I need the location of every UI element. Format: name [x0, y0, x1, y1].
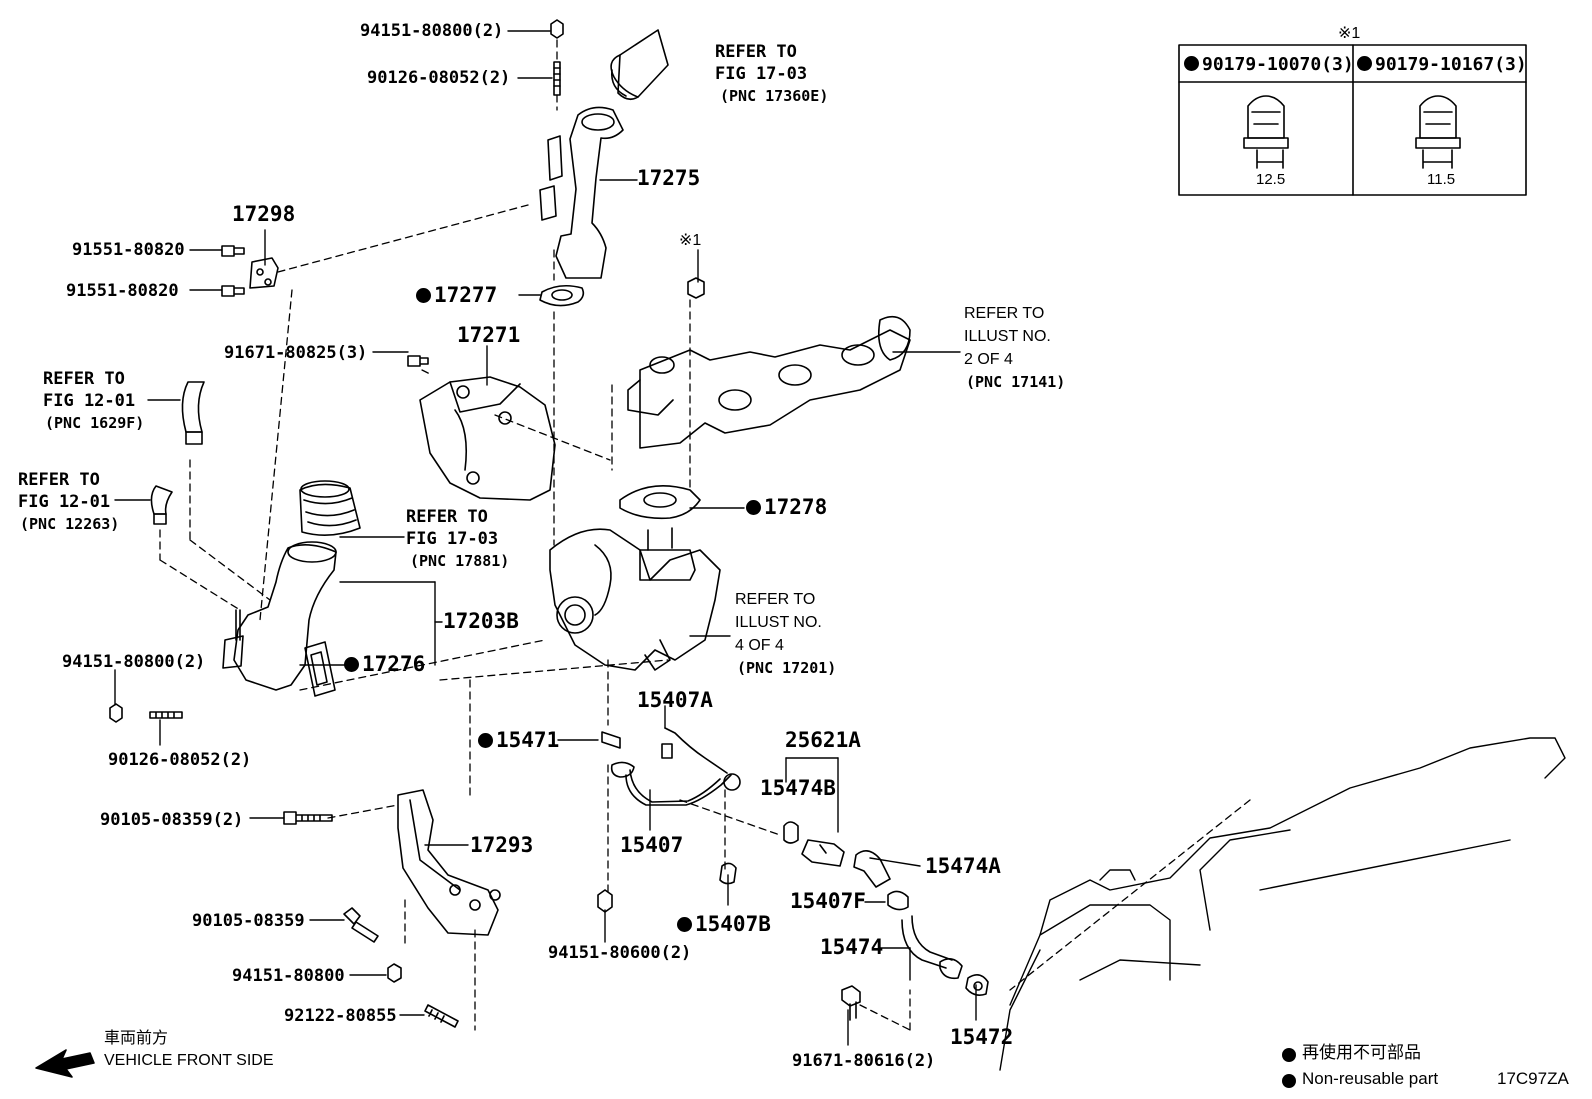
part-15407F[interactable]: 15407F: [790, 889, 866, 913]
small-parts-lower: [597, 862, 737, 913]
elbow-17203B: [222, 541, 337, 691]
nut-table-mark: ※1: [1338, 25, 1361, 42]
heat-insulator-17271: [407, 355, 556, 501]
part-91671-80616[interactable]: 91671-80616(2): [792, 1051, 936, 1071]
part-91671-80825[interactable]: 91671-80825(3): [224, 343, 368, 363]
ref-illust4-l4: (PNC 17201): [737, 659, 837, 677]
front-arrow-icon: [35, 1049, 95, 1078]
part-15474B[interactable]: 15474B: [760, 776, 836, 800]
ref-fig1201a-l3: (PNC 1629F): [45, 414, 145, 432]
nut-table-col1-part-text: 90179-10070(3): [1202, 54, 1354, 75]
part-15472[interactable]: 15472: [950, 1025, 1014, 1049]
part-17275[interactable]: 17275: [637, 166, 701, 190]
part-15407A[interactable]: 15407A: [637, 688, 713, 712]
part-15474[interactable]: 15474: [820, 935, 884, 959]
nut-table-col2-dim: 11.5: [1427, 171, 1456, 188]
ref-fig1703-top-l3: (PNC 17360E): [720, 87, 829, 105]
part-17278[interactable]: 17278: [746, 497, 827, 518]
ref-illust2-l1: REFER TO: [964, 305, 1045, 322]
nut-table-col2-part: 90179-10167(3): [1357, 56, 1527, 74]
bolts-17293: [283, 811, 459, 1028]
bracket-17298: [221, 245, 279, 297]
part-92122-80855[interactable]: 92122-80855: [284, 1006, 397, 1026]
ref-illust2-l2: ILLUST NO.: [964, 328, 1051, 345]
part-94151-80800-left[interactable]: 94151-80800(2): [62, 652, 206, 672]
ref-illust4-l1: REFER TO: [735, 591, 816, 608]
part-90105-08359[interactable]: 90105-08359: [192, 911, 305, 931]
legend-dots: [1282, 1048, 1296, 1088]
engine-block: [999, 737, 1566, 1071]
part-17276-text: 17276: [362, 652, 426, 676]
part-91551-80820-a[interactable]: 91551-80820: [72, 240, 185, 260]
ref-fig1201b-l1: REFER TO: [18, 470, 100, 490]
hose-1629F: [181, 381, 205, 445]
mark1-callout: ※1: [679, 232, 702, 249]
flange-nut-icon-12-5: [1243, 95, 1289, 169]
part-15471[interactable]: 15471: [478, 730, 559, 751]
gasket-17277: [539, 284, 585, 307]
nut-table-col1-dim: 12.5: [1256, 171, 1286, 188]
part-15407[interactable]: 15407: [620, 833, 684, 857]
top-nut-stud: [550, 19, 564, 96]
part-90126-08052-left[interactable]: 90126-08052(2): [108, 750, 252, 770]
hose-12263: [150, 485, 173, 525]
ref-fig1703-mid-l3: (PNC 17881): [410, 552, 510, 570]
air-hose-17881: [299, 480, 361, 536]
part-17203B[interactable]: 17203B: [443, 609, 519, 633]
left-nut-stud: [109, 703, 183, 723]
ref-fig1201b-l2: FIG 12-01: [18, 492, 111, 512]
part-90105-08359-2[interactable]: 90105-08359(2): [100, 810, 244, 830]
part-17271[interactable]: 17271: [457, 323, 521, 347]
part-17277[interactable]: 17277: [416, 285, 497, 306]
gasket-17276: [304, 641, 336, 697]
ref-fig1703-mid-l1: REFER TO: [406, 507, 488, 527]
ref-fig1703-top-l2: FIG 17-03: [715, 64, 808, 84]
part-15407B-text: 15407B: [695, 912, 771, 936]
part-94151-80600[interactable]: 94151-80600(2): [548, 943, 692, 963]
part-94151-80800-single[interactable]: 94151-80800: [232, 966, 345, 986]
part-17276[interactable]: 17276: [344, 654, 425, 675]
ref-fig1201b-l3: (PNC 12263): [20, 515, 120, 533]
part-17298[interactable]: 17298: [232, 202, 296, 226]
exhaust-manifold: [627, 315, 911, 449]
oil-pipe-15407: [601, 727, 741, 806]
nut-mark1: [687, 277, 705, 299]
part-17278-text: 17278: [764, 495, 828, 519]
leader-lines: [114, 30, 977, 1046]
part-15407B[interactable]: 15407B: [677, 914, 771, 935]
direction-en: VEHICLE FRONT SIDE: [104, 1052, 274, 1069]
inlet-pipe-17275: [539, 106, 624, 279]
ref-fig1201a-l1: REFER TO: [43, 369, 125, 389]
part-17293[interactable]: 17293: [470, 833, 534, 857]
part-94151-80800-top[interactable]: 94151-80800(2): [360, 21, 504, 41]
part-25621A[interactable]: 25621A: [785, 728, 861, 752]
ref-illust2-l3: 2 OF 4: [964, 351, 1013, 368]
diagram-id: 17C97ZA: [1497, 1069, 1569, 1088]
nut-table: [1178, 44, 1527, 196]
part-15474A[interactable]: 15474A: [925, 854, 1001, 878]
stay-17293: [397, 789, 501, 936]
top-air-hose: [610, 29, 669, 101]
ref-fig1703-top-l1: REFER TO: [715, 42, 797, 62]
legend-non-reusable-jp: 再使用不可部品: [1302, 1043, 1421, 1062]
ref-fig1201a-l2: FIG 12-01: [43, 391, 136, 411]
turbocharger: [549, 527, 721, 671]
legend-non-reusable-en: Non-reusable part: [1302, 1069, 1439, 1088]
direction-jp: 車両前方: [104, 1030, 169, 1047]
flange-nut-icon-11-5: [1415, 95, 1461, 169]
water-hoses: [783, 821, 989, 1021]
part-15471-text: 15471: [496, 728, 560, 752]
ref-illust2-l4: (PNC 17141): [966, 373, 1066, 391]
nut-table-col1-part: 90179-10070(3): [1184, 56, 1354, 74]
part-17277-text: 17277: [434, 283, 498, 307]
gasket-17278: [619, 484, 701, 520]
ref-illust4-l3: 4 OF 4: [735, 637, 784, 654]
ref-illust4-l2: ILLUST NO.: [735, 614, 822, 631]
part-90126-08052-top[interactable]: 90126-08052(2): [367, 68, 511, 88]
part-91551-80820-b[interactable]: 91551-80820: [66, 281, 179, 301]
ref-fig1703-mid-l2: FIG 17-03: [406, 529, 499, 549]
nut-table-col2-part-text: 90179-10167(3): [1375, 54, 1527, 75]
